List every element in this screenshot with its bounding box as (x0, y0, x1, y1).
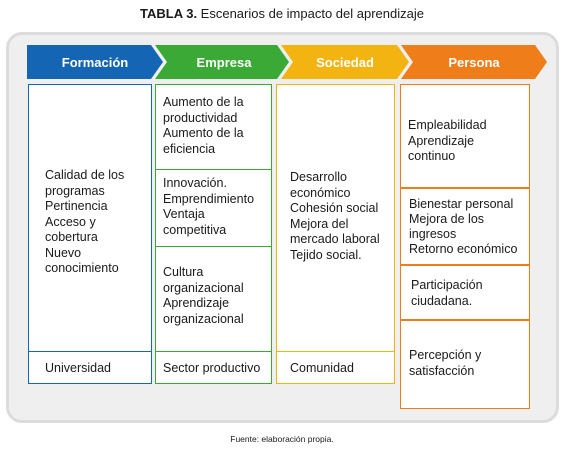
header-arrow-formacion (27, 45, 163, 79)
persona-cell-4-text: Percepción y satisfacción (409, 348, 482, 378)
persona-cell-3 (400, 265, 530, 320)
header-label-sociedad: Sociedad (316, 55, 374, 70)
header-arrow-empresa (155, 45, 289, 79)
header-arrow-persona (401, 45, 547, 79)
persona-cell-2-text: Bienestar personal Mejora de los ingreso… (409, 197, 518, 256)
header-label-formacion: Formación (62, 55, 129, 70)
sociedad-content: Desarrollo económico Cohesión social Mej… (290, 170, 380, 262)
table-caption: Escenarios de impacto del aprendizaje (197, 6, 424, 21)
empresa-footer: Sector productivo (163, 361, 261, 375)
formacion-footer: Universidad (45, 361, 112, 375)
sociedad-footer: Comunidad (290, 361, 354, 375)
empresa-cell-2 (155, 169, 272, 247)
empresa-footer-cell (155, 351, 272, 384)
table-title: TABLA 3. Escenarios de impacto del apren… (0, 6, 564, 21)
persona-cell-2 (400, 188, 530, 265)
sociedad-divider (276, 351, 395, 352)
empresa-cell-3 (155, 246, 272, 352)
formacion-content: Calidad de los programas Pertinencia Acc… (45, 168, 125, 275)
formacion-divider (28, 351, 152, 352)
header-label-empresa: Empresa (197, 55, 253, 70)
header-label-persona: Persona (448, 55, 500, 70)
table-number: TABLA 3. (140, 6, 198, 21)
footnote: Fuente: elaboración propia. (230, 434, 334, 444)
persona-cell-4 (400, 320, 530, 409)
header-arrow-sociedad (281, 45, 409, 79)
persona-cell-1-text: Empleabilidad Aprendizaje continuo (408, 118, 487, 163)
persona-cell-1 (400, 84, 530, 188)
persona-cell-3-text: Participación ciudadana. (411, 278, 483, 308)
empresa-cell-1-text: Aumento de la productividad Aumento de l… (163, 95, 244, 156)
sociedad-column (276, 84, 395, 384)
empresa-cell-2-text: Innovación. Emprendimiento Ventaja compe… (163, 176, 255, 237)
empresa-cell-1 (155, 84, 272, 170)
formacion-column (28, 84, 152, 384)
empresa-cell-3-text: Cultura organizacional Aprendizaje organ… (163, 265, 244, 326)
header-arrows: Formación Empresa Sociedad Persona (27, 45, 547, 79)
